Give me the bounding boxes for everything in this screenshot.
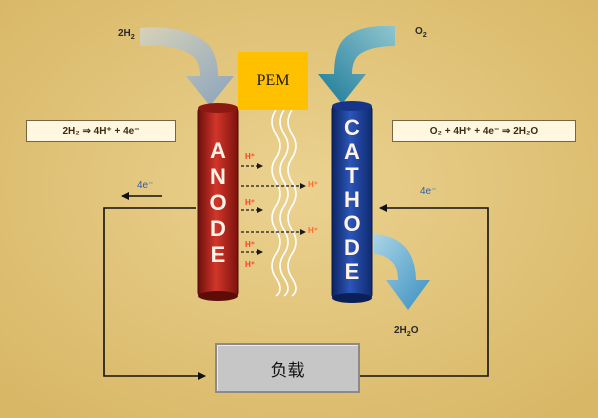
oxygen-flow-arrow: [318, 25, 395, 104]
cathode-letter: A: [344, 139, 360, 164]
membrane-label: PEM: [238, 52, 308, 110]
proton-label: H⁺: [245, 260, 255, 269]
water-tail: O: [410, 325, 419, 336]
electron-label-right: 4e⁻: [420, 186, 437, 197]
anode-letter: E: [210, 242, 226, 267]
anode-reaction-equation: 2H₂ ⇒ 4H⁺ + 4e⁻: [26, 120, 176, 142]
proton-label: H⁺: [308, 226, 318, 235]
anode-bottom-cap: [198, 291, 238, 301]
water-flow-arrow: [374, 234, 430, 310]
anode-letter: N: [210, 164, 226, 189]
external-circuit: [103, 204, 489, 380]
oxygen-text: O: [415, 26, 423, 37]
proton-label: H⁺: [245, 240, 255, 249]
water-product-label: 2H2O: [394, 325, 419, 338]
hydrogen-input-label: 2H2: [118, 28, 135, 41]
water-text: 2H: [394, 325, 407, 336]
anode-top-cap: [198, 103, 238, 113]
proton-label: H⁺: [245, 152, 255, 161]
proton-label: H⁺: [245, 198, 255, 207]
oxygen-input-label: O2: [415, 26, 427, 39]
hydrogen-flow-arrow: [140, 27, 234, 106]
load-box: 负载: [215, 343, 360, 393]
cathode-letter: O: [343, 211, 361, 236]
anode-letter: O: [209, 190, 227, 215]
cathode-letters: C A T H O D E: [334, 116, 370, 284]
water-subscript: 2: [406, 329, 411, 338]
proton-arrows: [241, 163, 306, 255]
oxygen-subscript: 2: [422, 30, 427, 39]
cathode-letter: E: [344, 259, 360, 284]
membrane-waves: [271, 109, 297, 297]
cathode-bottom-cap: [332, 293, 372, 303]
electron-label-left: 4e⁻: [137, 180, 154, 191]
cathode-letter: T: [345, 163, 359, 188]
proton-label: H⁺: [308, 180, 318, 189]
cathode-letter: H: [344, 187, 360, 212]
anode-letters: A N O D E: [200, 138, 236, 268]
cathode-letter: C: [344, 115, 360, 140]
cathode-top-cap: [332, 101, 372, 111]
cathode-letter: D: [344, 235, 360, 260]
cathode-reaction-equation: O₂ + 4H⁺ + 4e⁻ ⇒ 2H₂O: [392, 120, 576, 142]
anode-letter: D: [210, 216, 226, 241]
hydrogen-text: 2H: [118, 28, 131, 39]
hydrogen-subscript: 2: [130, 32, 135, 41]
anode-letter: A: [210, 138, 226, 163]
